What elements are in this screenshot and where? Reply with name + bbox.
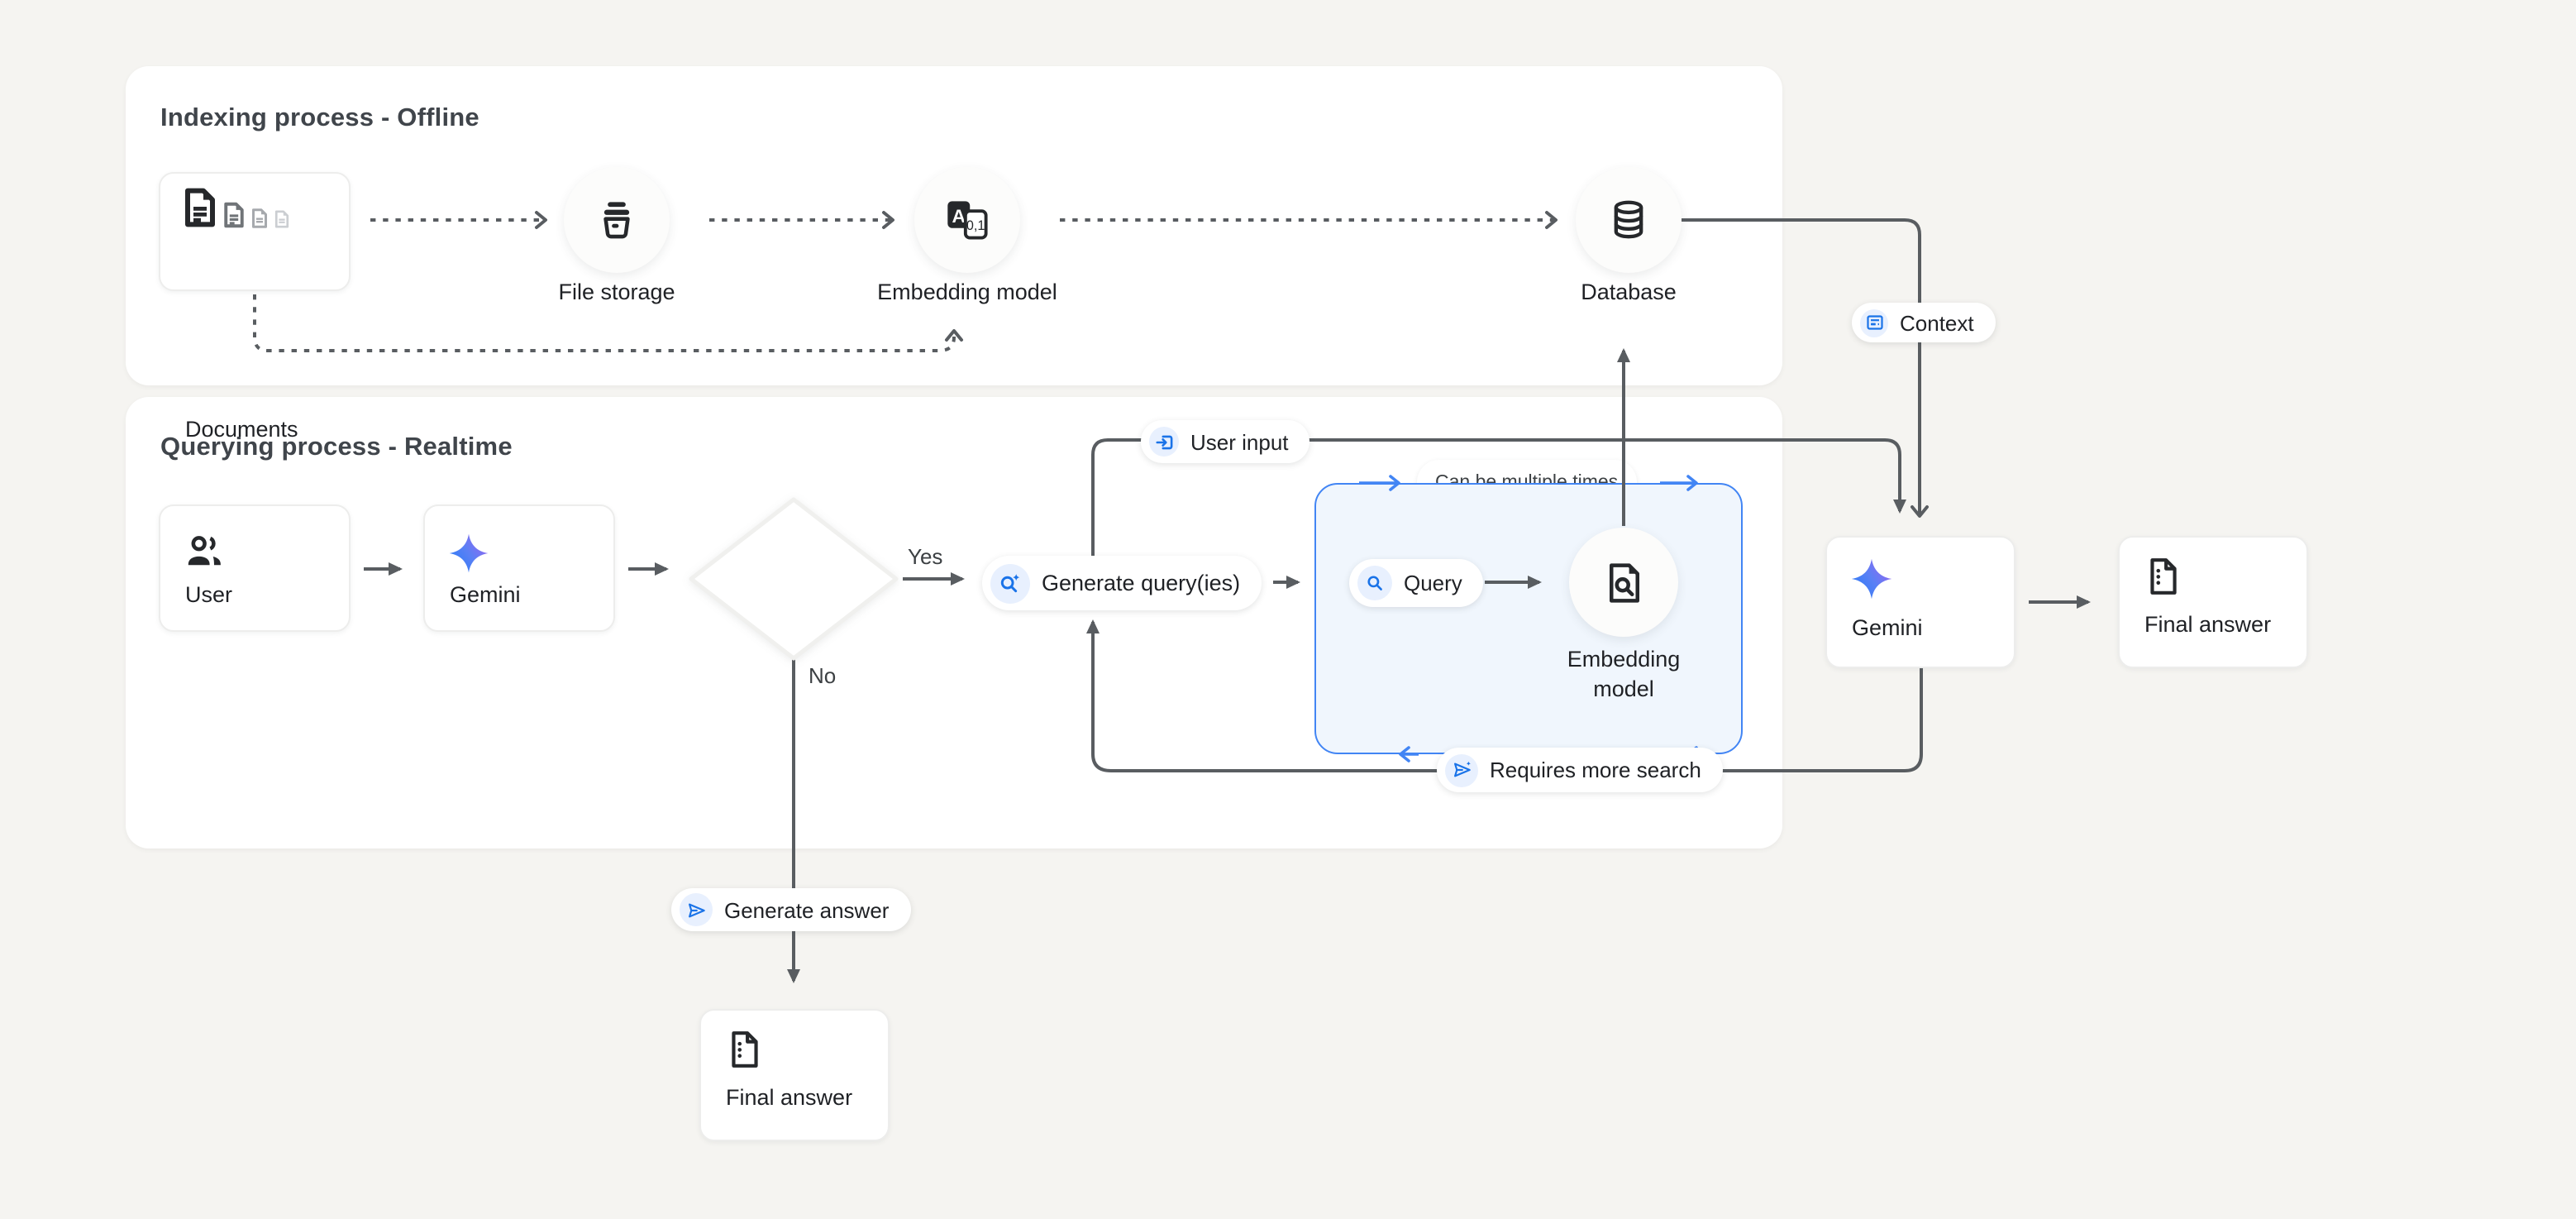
search-icon xyxy=(1357,566,1392,600)
edge-userinput-to-gemini xyxy=(1091,438,1906,556)
final-document-icon xyxy=(732,1031,758,1068)
translate-numbers-icon: A 0,1 xyxy=(947,201,988,240)
final-answer-no-branch-node: Final answer xyxy=(699,1009,890,1141)
generate-answer-label: Generate answer xyxy=(724,897,890,922)
database-node xyxy=(1576,167,1682,273)
gemini-final-node: Gemini xyxy=(1825,536,2015,668)
edge-database-context-to-gemini xyxy=(1682,218,1929,518)
document-search-icon xyxy=(1609,562,1639,602)
query-embedding-model-node xyxy=(1569,528,1678,637)
embedding-model-label: Embedding model xyxy=(877,280,1057,304)
query-pill: Query xyxy=(1349,559,1484,607)
yes-label: Yes xyxy=(908,544,943,569)
final-answer-no-branch-label: Final answer xyxy=(726,1085,853,1110)
send-spark-icon xyxy=(1445,753,1478,786)
context-article-icon xyxy=(1860,308,1888,337)
final-document-icon xyxy=(2150,558,2177,595)
user-input-label: User input xyxy=(1190,429,1289,454)
multiple-times-loop-box xyxy=(1314,483,1743,754)
query-embedding-model-label: Embedding model xyxy=(1567,647,1681,700)
gemini-label: Gemini xyxy=(450,582,521,607)
people-icon xyxy=(188,536,221,566)
final-answer-label: Final answer xyxy=(2144,612,2272,637)
no-label: No xyxy=(809,663,837,688)
user-input-pill: User input xyxy=(1141,420,1310,463)
user-node: User xyxy=(159,504,351,632)
svg-text:A: A xyxy=(952,206,965,227)
svg-text:0,1: 0,1 xyxy=(966,218,985,233)
input-arrow-icon xyxy=(1149,427,1179,457)
user-label: User xyxy=(185,582,233,607)
gemini-star-icon xyxy=(1851,558,1892,600)
final-answer-node: Final answer xyxy=(2118,536,2308,668)
documents-label: Documents xyxy=(185,417,298,442)
indexing-panel-title: Indexing process - Offline xyxy=(160,104,479,132)
file-storage-label: File storage xyxy=(558,280,675,304)
decision-diamond xyxy=(689,497,899,661)
send-icon xyxy=(680,893,713,926)
embedding-model-node: A 0,1 xyxy=(914,167,1020,273)
gemini-star-icon xyxy=(449,533,489,573)
querying-panel-title: Querying process - Realtime xyxy=(160,433,513,461)
search-spark-icon xyxy=(990,563,1030,603)
database-label: Database xyxy=(1581,280,1677,304)
requires-more-search-pill: Requires more search xyxy=(1437,748,1723,792)
database-cylinder-icon xyxy=(1614,200,1643,239)
generate-answer-pill: Generate answer xyxy=(671,888,911,931)
documents-stack-icon xyxy=(184,187,289,228)
documents-node: Documents xyxy=(159,172,351,442)
file-storage-node xyxy=(564,167,670,273)
storage-bucket-icon xyxy=(603,202,630,239)
requires-more-search-label: Requires more search xyxy=(1490,758,1701,782)
query-label: Query xyxy=(1404,571,1462,595)
context-pill: Context xyxy=(1852,303,1996,342)
gemini-final-label: Gemini xyxy=(1852,615,1923,640)
generate-queries-label: Generate query(ies) xyxy=(1042,571,1241,595)
context-label: Context xyxy=(1900,310,1974,335)
gemini-node: Gemini xyxy=(423,504,615,632)
generate-queries-pill: Generate query(ies) xyxy=(982,556,1262,610)
